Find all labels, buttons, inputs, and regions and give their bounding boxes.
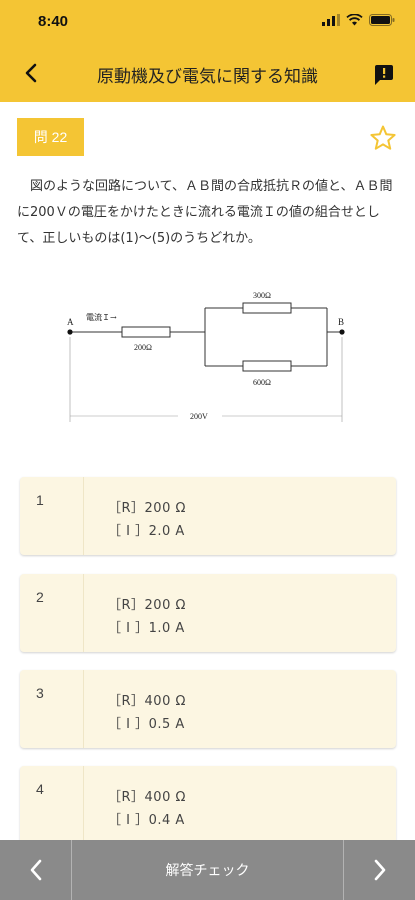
app-header: 8:40 原動機及び電気に関する知識 [0,0,415,102]
label-b: B [338,317,344,327]
feedback-button[interactable] [369,60,399,90]
wifi-icon [346,14,363,26]
status-time: 8:40 [38,13,69,30]
previous-question-button[interactable] [0,840,72,900]
choice-current: ［ I ］0.4 A [108,813,185,828]
choice-2[interactable]: 2 ［R］200 Ω ［ I ］1.0 A [20,574,396,652]
chevron-left-icon [30,859,41,881]
status-icons [322,14,395,26]
choice-number: 1 [36,492,44,508]
choice-1[interactable]: 1 ［R］200 Ω ［ I ］2.0 A [20,477,396,555]
resistor-r1 [121,326,171,338]
current-label: 電流Ｉ→ [86,312,117,322]
terminal-b [339,329,345,335]
choice-current: ［ I ］2.0 A [108,524,185,539]
resistor-r3 [242,360,292,372]
circuit-diagram: A B 電流Ｉ→ 200Ω 300Ω 600Ω 200V [67,291,345,422]
choice-divider [83,574,84,652]
terminal-a [67,329,73,335]
comment-alert-icon [375,65,393,85]
next-question-button[interactable] [343,840,415,900]
r1-label: 200Ω [134,343,152,352]
choice-resistance: ［R］200 Ω [108,501,186,516]
choice-divider [83,670,84,748]
label-a: A [67,317,74,327]
choice-3[interactable]: 3 ［R］400 Ω ［ I ］0.5 A [20,670,396,748]
question-text: 図のような回路について、ＡＢ間の合成抵抗Ｒの値と、ＡＢ間に200Ｖの電圧をかけた… [17,179,393,246]
bottom-toolbar: 解答チェック [0,840,415,900]
choice-current: ［ I ］0.5 A [108,717,185,732]
choice-divider [83,766,84,844]
choice-resistance: ［R］400 Ω [108,694,186,709]
r3-label: 600Ω [253,378,271,387]
chevron-left-icon [25,63,37,83]
battery-icon [369,14,395,26]
resistor-r2 [242,302,292,314]
back-button[interactable] [16,58,46,88]
chevron-right-icon [374,859,385,881]
choice-resistance: ［R］200 Ω [108,598,186,613]
page-title: 原動機及び電気に関する知識 [97,67,318,87]
choice-divider [83,477,84,555]
voltage-label: 200V [190,412,208,421]
choice-4[interactable]: 4 ［R］400 Ω ［ I ］0.4 A [20,766,396,844]
choice-number: 4 [36,781,44,797]
favorite-button[interactable] [369,124,397,152]
r2-label: 300Ω [253,291,271,300]
choice-current: ［ I ］1.0 A [108,621,185,636]
choice-number: 3 [36,685,44,701]
question-number-badge: 問 22 [17,118,84,156]
choice-number: 2 [36,589,44,605]
signal-icon [322,14,340,26]
choice-resistance: ［R］400 Ω [108,790,186,805]
answer-check-button[interactable]: 解答チェック [165,863,250,879]
star-outline-icon [370,125,396,150]
